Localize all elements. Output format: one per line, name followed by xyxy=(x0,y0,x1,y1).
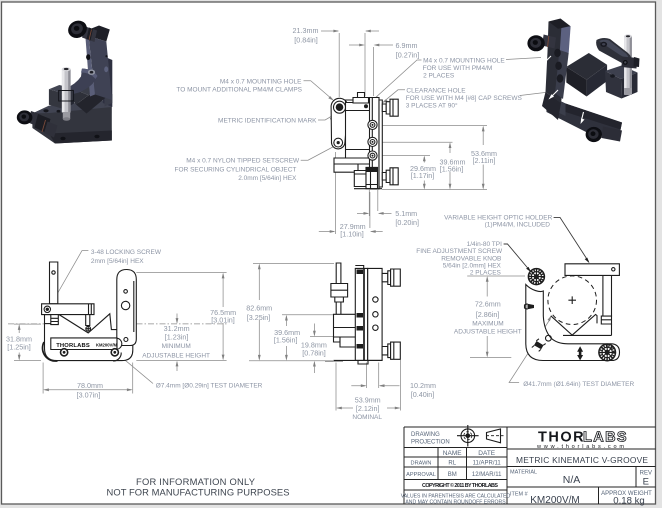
svg-text:THOR: THOR xyxy=(538,430,584,446)
svg-text:[2.11in]: [2.11in] xyxy=(472,156,495,165)
svg-text:PROJECTION: PROJECTION xyxy=(411,440,450,446)
svg-text:10.2mm: 10.2mm xyxy=(410,381,436,390)
svg-text:M4 x 0.7 MOUNTING HOLE: M4 x 0.7 MOUNTING HOLE xyxy=(423,57,505,64)
svg-text:ADJUSTABLE HEIGHT: ADJUSTABLE HEIGHT xyxy=(142,352,210,359)
svg-text:TO MOUNT ADDITIONAL PM4/M CLAM: TO MOUNT ADDITIONAL PM4/M CLAMPS xyxy=(176,87,302,94)
svg-text:Ø7.4mm [Ø0.29in] TEST DIAMETER: Ø7.4mm [Ø0.29in] TEST DIAMETER xyxy=(156,382,263,389)
svg-text:12/MAR/11: 12/MAR/11 xyxy=(472,472,502,478)
svg-text:27.9mm: 27.9mm xyxy=(340,222,366,231)
svg-text:KM200V/M: KM200V/M xyxy=(530,495,579,506)
svg-text:72.6mm: 72.6mm xyxy=(475,300,501,309)
svg-text:2.0mm [5/64in] HEX: 2.0mm [5/64in] HEX xyxy=(238,175,297,182)
svg-text:MINIMUM: MINIMUM xyxy=(162,343,191,350)
svg-text:FOR INFORMATION ONLY: FOR INFORMATION ONLY xyxy=(136,476,256,487)
svg-text:21.3mm: 21.3mm xyxy=(293,26,319,35)
svg-text:(1)PM4/M, INCLUDED: (1)PM4/M, INCLUDED xyxy=(485,222,551,229)
svg-text:[3.01in]: [3.01in] xyxy=(211,316,235,325)
svg-text:78.0mm: 78.0mm xyxy=(77,381,103,390)
svg-text:BM: BM xyxy=(448,472,457,478)
svg-text:3-48 LOCKING SCREW: 3-48 LOCKING SCREW xyxy=(91,249,162,256)
svg-text:www.thorlabs.com: www.thorlabs.com xyxy=(536,444,625,450)
svg-text:1/4in-80 TPI: 1/4in-80 TPI xyxy=(467,241,502,248)
svg-text:DRAWN: DRAWN xyxy=(411,461,432,467)
svg-text:M4 x 0.7 MOUNTING HOLE: M4 x 0.7 MOUNTING HOLE xyxy=(220,79,302,86)
svg-text:2 PLACES: 2 PLACES xyxy=(470,270,502,277)
svg-text:[1.25in]: [1.25in] xyxy=(7,343,31,352)
svg-text:31.8mm: 31.8mm xyxy=(6,335,32,344)
svg-text:39.6mm: 39.6mm xyxy=(274,328,300,337)
svg-text:[1.17in]: [1.17in] xyxy=(411,171,435,180)
svg-text:[0.20in]: [0.20in] xyxy=(395,218,419,227)
svg-text:[2.12in]: [2.12in] xyxy=(356,404,380,413)
svg-text:DRAWING: DRAWING xyxy=(411,432,440,438)
svg-text:[1.56in]: [1.56in] xyxy=(440,164,464,173)
svg-text:REMOVABLE KNOB: REMOVABLE KNOB xyxy=(441,255,501,262)
svg-text:5/64in [2.0mm] HEX: 5/64in [2.0mm] HEX xyxy=(443,263,502,270)
svg-text:29.6mm: 29.6mm xyxy=(410,164,436,173)
svg-text:M4 x 0.7 NYLON TIPPED SETSCREW: M4 x 0.7 NYLON TIPPED SETSCREW xyxy=(186,158,300,165)
svg-text:APPROVAL: APPROVAL xyxy=(406,472,436,478)
svg-text:NOT FOR MANUFACTURING PURPOSES: NOT FOR MANUFACTURING PURPOSES xyxy=(107,486,290,497)
svg-text:39.6mm: 39.6mm xyxy=(440,157,466,166)
svg-text:FOR USE WITH M4 [#8] CAP SCREW: FOR USE WITH M4 [#8] CAP SCREWS xyxy=(406,95,523,102)
svg-text:0.18 kg: 0.18 kg xyxy=(613,496,644,507)
svg-text:31.2mm: 31.2mm xyxy=(164,324,190,333)
svg-text:MATERIAL: MATERIAL xyxy=(510,470,537,476)
svg-text:ADJUSTABLE HEIGHT: ADJUSTABLE HEIGHT xyxy=(454,328,522,335)
svg-text:[3.07in]: [3.07in] xyxy=(77,391,101,400)
svg-text:[1.23in]: [1.23in] xyxy=(165,333,189,342)
svg-text:NOMINAL: NOMINAL xyxy=(352,414,382,421)
svg-text:METRIC KINEMATIC V-GROOVE: METRIC KINEMATIC V-GROOVE xyxy=(516,455,648,465)
svg-text:NAME: NAME xyxy=(443,450,462,457)
svg-text:CLEARANCE HOLE: CLEARANCE HOLE xyxy=(406,87,466,94)
svg-text:[3.25in]: [3.25in] xyxy=(247,313,271,322)
svg-text:COPYRIGHT © 2011 BY THORLABS: COPYRIGHT © 2011 BY THORLABS xyxy=(422,482,498,489)
svg-text:5.1mm: 5.1mm xyxy=(395,209,417,218)
svg-text:Ø41.7mm (Ø1.64in) TEST DIAMETE: Ø41.7mm (Ø1.64in) TEST DIAMETER xyxy=(523,381,634,388)
svg-text:53.9mm: 53.9mm xyxy=(355,396,381,405)
svg-text:[0.40in]: [0.40in] xyxy=(411,390,435,399)
svg-text:RL: RL xyxy=(448,461,456,467)
svg-text:E: E xyxy=(643,477,649,488)
svg-text:82.6mm: 82.6mm xyxy=(246,304,272,313)
svg-text:53.6mm: 53.6mm xyxy=(471,149,497,158)
svg-text:2mm [5/64in] HEX: 2mm [5/64in] HEX xyxy=(91,258,144,265)
svg-text:ITEM #: ITEM # xyxy=(510,492,529,498)
svg-text:AND MAY CONTAIN ROUNDOFF ERROR: AND MAY CONTAIN ROUNDOFF ERRORS xyxy=(405,499,506,505)
svg-text:76.5mm: 76.5mm xyxy=(210,308,236,317)
svg-text:[0.78in]: [0.78in] xyxy=(302,348,326,357)
svg-text:MAXIMUM: MAXIMUM xyxy=(472,321,503,328)
svg-text:FOR USE WITH PM4/M: FOR USE WITH PM4/M xyxy=(423,65,493,72)
svg-text:LABS: LABS xyxy=(583,430,627,446)
svg-text:METRIC IDENTIFICATION MARK: METRIC IDENTIFICATION MARK xyxy=(218,118,317,125)
svg-text:[2.86in]: [2.86in] xyxy=(476,310,500,319)
svg-text:VARIABLE HEIGHT OPTIC HOLDER: VARIABLE HEIGHT OPTIC HOLDER xyxy=(444,215,552,222)
svg-text:APPROX WEIGHT: APPROX WEIGHT xyxy=(601,491,652,497)
svg-text:2 PLACES: 2 PLACES xyxy=(423,73,455,80)
svg-text:N/A: N/A xyxy=(563,474,581,486)
svg-text:VALUES IN PARENTHESIS ARE CALC: VALUES IN PARENTHESIS ARE CALCULATED xyxy=(401,494,511,500)
svg-text:6.9mm: 6.9mm xyxy=(396,41,418,50)
svg-text:19.8mm: 19.8mm xyxy=(301,341,327,350)
svg-text:[1.56in]: [1.56in] xyxy=(274,336,298,345)
svg-text:[0.84in]: [0.84in] xyxy=(294,36,318,45)
svg-text:FOR SECURING CYLINDRICAL OBJEC: FOR SECURING CYLINDRICAL OBJECT xyxy=(175,166,297,173)
svg-text:DATE: DATE xyxy=(478,450,496,457)
svg-text:11/APR/11: 11/APR/11 xyxy=(473,461,502,467)
svg-text:THORLABS: THORLABS xyxy=(56,343,90,349)
svg-text:[1.10in]: [1.10in] xyxy=(340,229,364,238)
svg-text:FINE ADJUSTMENT SCREW: FINE ADJUSTMENT SCREW xyxy=(416,248,503,255)
svg-text:KM200V/M: KM200V/M xyxy=(96,342,118,347)
svg-text:[0.27in]: [0.27in] xyxy=(396,51,420,60)
svg-text:3 PLACES AT 90°: 3 PLACES AT 90° xyxy=(406,101,458,109)
svg-text:REV: REV xyxy=(640,471,652,477)
